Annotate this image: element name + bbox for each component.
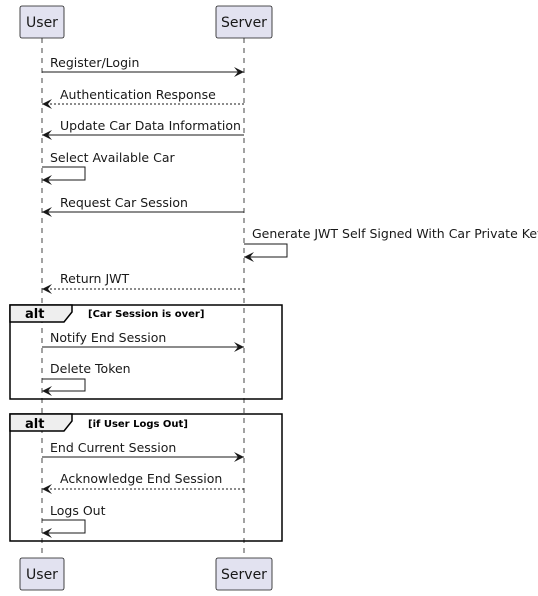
actor-user-top-label: User (26, 15, 58, 31)
message-end-current-session: End Current Session (42, 440, 244, 462)
message-register-login-label: Register/Login (50, 55, 139, 70)
message-acknowledge-end-session-label: Acknowledge End Session (60, 471, 222, 486)
alt-fragment-2-keyword: alt (25, 417, 44, 432)
message-logs-out-label: Logs Out (50, 503, 106, 518)
message-select-available-car: Select Available Car (42, 150, 175, 185)
message-delete-token-label: Delete Token (50, 361, 131, 376)
actor-user-bottom: User (19, 557, 65, 591)
message-notify-end-session: Notify End Session (42, 330, 244, 352)
message-update-car-data-label: Update Car Data Information (60, 118, 241, 133)
alt-fragment-1-condition: [Car Session is over] (88, 309, 204, 320)
message-update-car-data: Update Car Data Information (42, 118, 244, 140)
actor-server-top: Server (215, 5, 273, 39)
actor-user-bottom-label: User (26, 567, 58, 583)
message-request-car-session: Request Car Session (42, 195, 244, 217)
actor-server-top-label: Server (221, 15, 267, 31)
message-return-jwt: Return JWT (42, 271, 244, 294)
message-generate-jwt: Generate JWT Self Signed With Car Privat… (244, 226, 538, 262)
message-notify-end-session-label: Notify End Session (50, 330, 166, 345)
message-authentication-response-label: Authentication Response (60, 87, 216, 102)
message-return-jwt-label: Return JWT (60, 271, 129, 286)
message-delete-token: Delete Token (42, 361, 131, 396)
alt-fragment-2: alt [if User Logs Out] (9, 413, 283, 542)
message-select-available-car-label: Select Available Car (50, 150, 175, 165)
message-logs-out: Logs Out (42, 503, 106, 538)
message-request-car-session-label: Request Car Session (60, 195, 188, 210)
actor-server-bottom-label: Server (221, 567, 267, 583)
message-authentication-response: Authentication Response (42, 87, 244, 109)
alt-fragment-1-keyword: alt (25, 307, 44, 322)
message-generate-jwt-label: Generate JWT Self Signed With Car Privat… (252, 226, 538, 241)
message-acknowledge-end-session: Acknowledge End Session (42, 471, 244, 494)
message-register-login: Register/Login (42, 55, 244, 77)
actor-server-bottom: Server (215, 557, 273, 591)
alt-fragment-2-condition: [if User Logs Out] (88, 419, 188, 430)
message-end-current-session-label: End Current Session (50, 440, 176, 455)
actor-user-top: User (19, 5, 65, 39)
alt-fragment-1: alt [Car Session is over] (9, 304, 283, 400)
